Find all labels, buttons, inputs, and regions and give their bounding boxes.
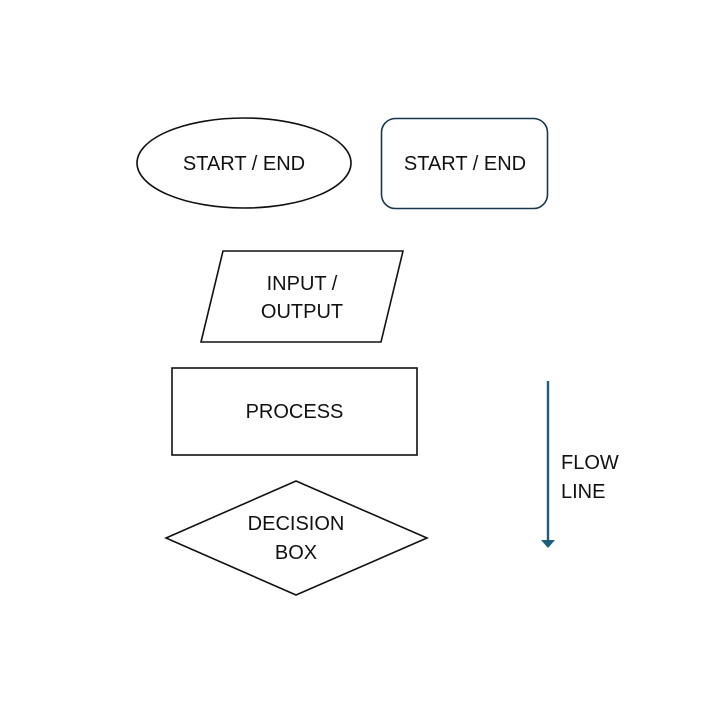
flow-line-label-line2: LINE <box>561 481 605 503</box>
input-output-label-line1: INPUT / <box>267 273 338 295</box>
flow-line-symbol: FLOW LINE <box>541 381 619 548</box>
terminal-rounded-shape: START / END <box>380 117 549 210</box>
decision-outline <box>164 480 430 596</box>
flow-line-label-line1: FLOW <box>561 452 619 474</box>
terminal-rounded-label: START / END <box>404 153 526 175</box>
input-output-outline <box>199 250 405 343</box>
terminal-oval-shape: START / END <box>136 117 352 209</box>
input-output-label-line2: OUTPUT <box>261 301 343 323</box>
terminal-oval-outline <box>136 117 352 209</box>
input-output-shape: INPUT / OUTPUT <box>199 250 405 343</box>
terminal-oval-label: START / END <box>183 153 305 175</box>
decision-shape: DECISION BOX <box>164 480 430 596</box>
decision-label-line1: DECISION <box>248 513 345 535</box>
flow-line-arrowhead-icon <box>541 540 555 548</box>
process-outline <box>171 367 418 456</box>
terminal-rounded-outline <box>380 117 549 210</box>
process-shape: PROCESS <box>171 367 418 456</box>
process-label: PROCESS <box>246 401 344 423</box>
decision-label-line2: BOX <box>275 542 317 564</box>
